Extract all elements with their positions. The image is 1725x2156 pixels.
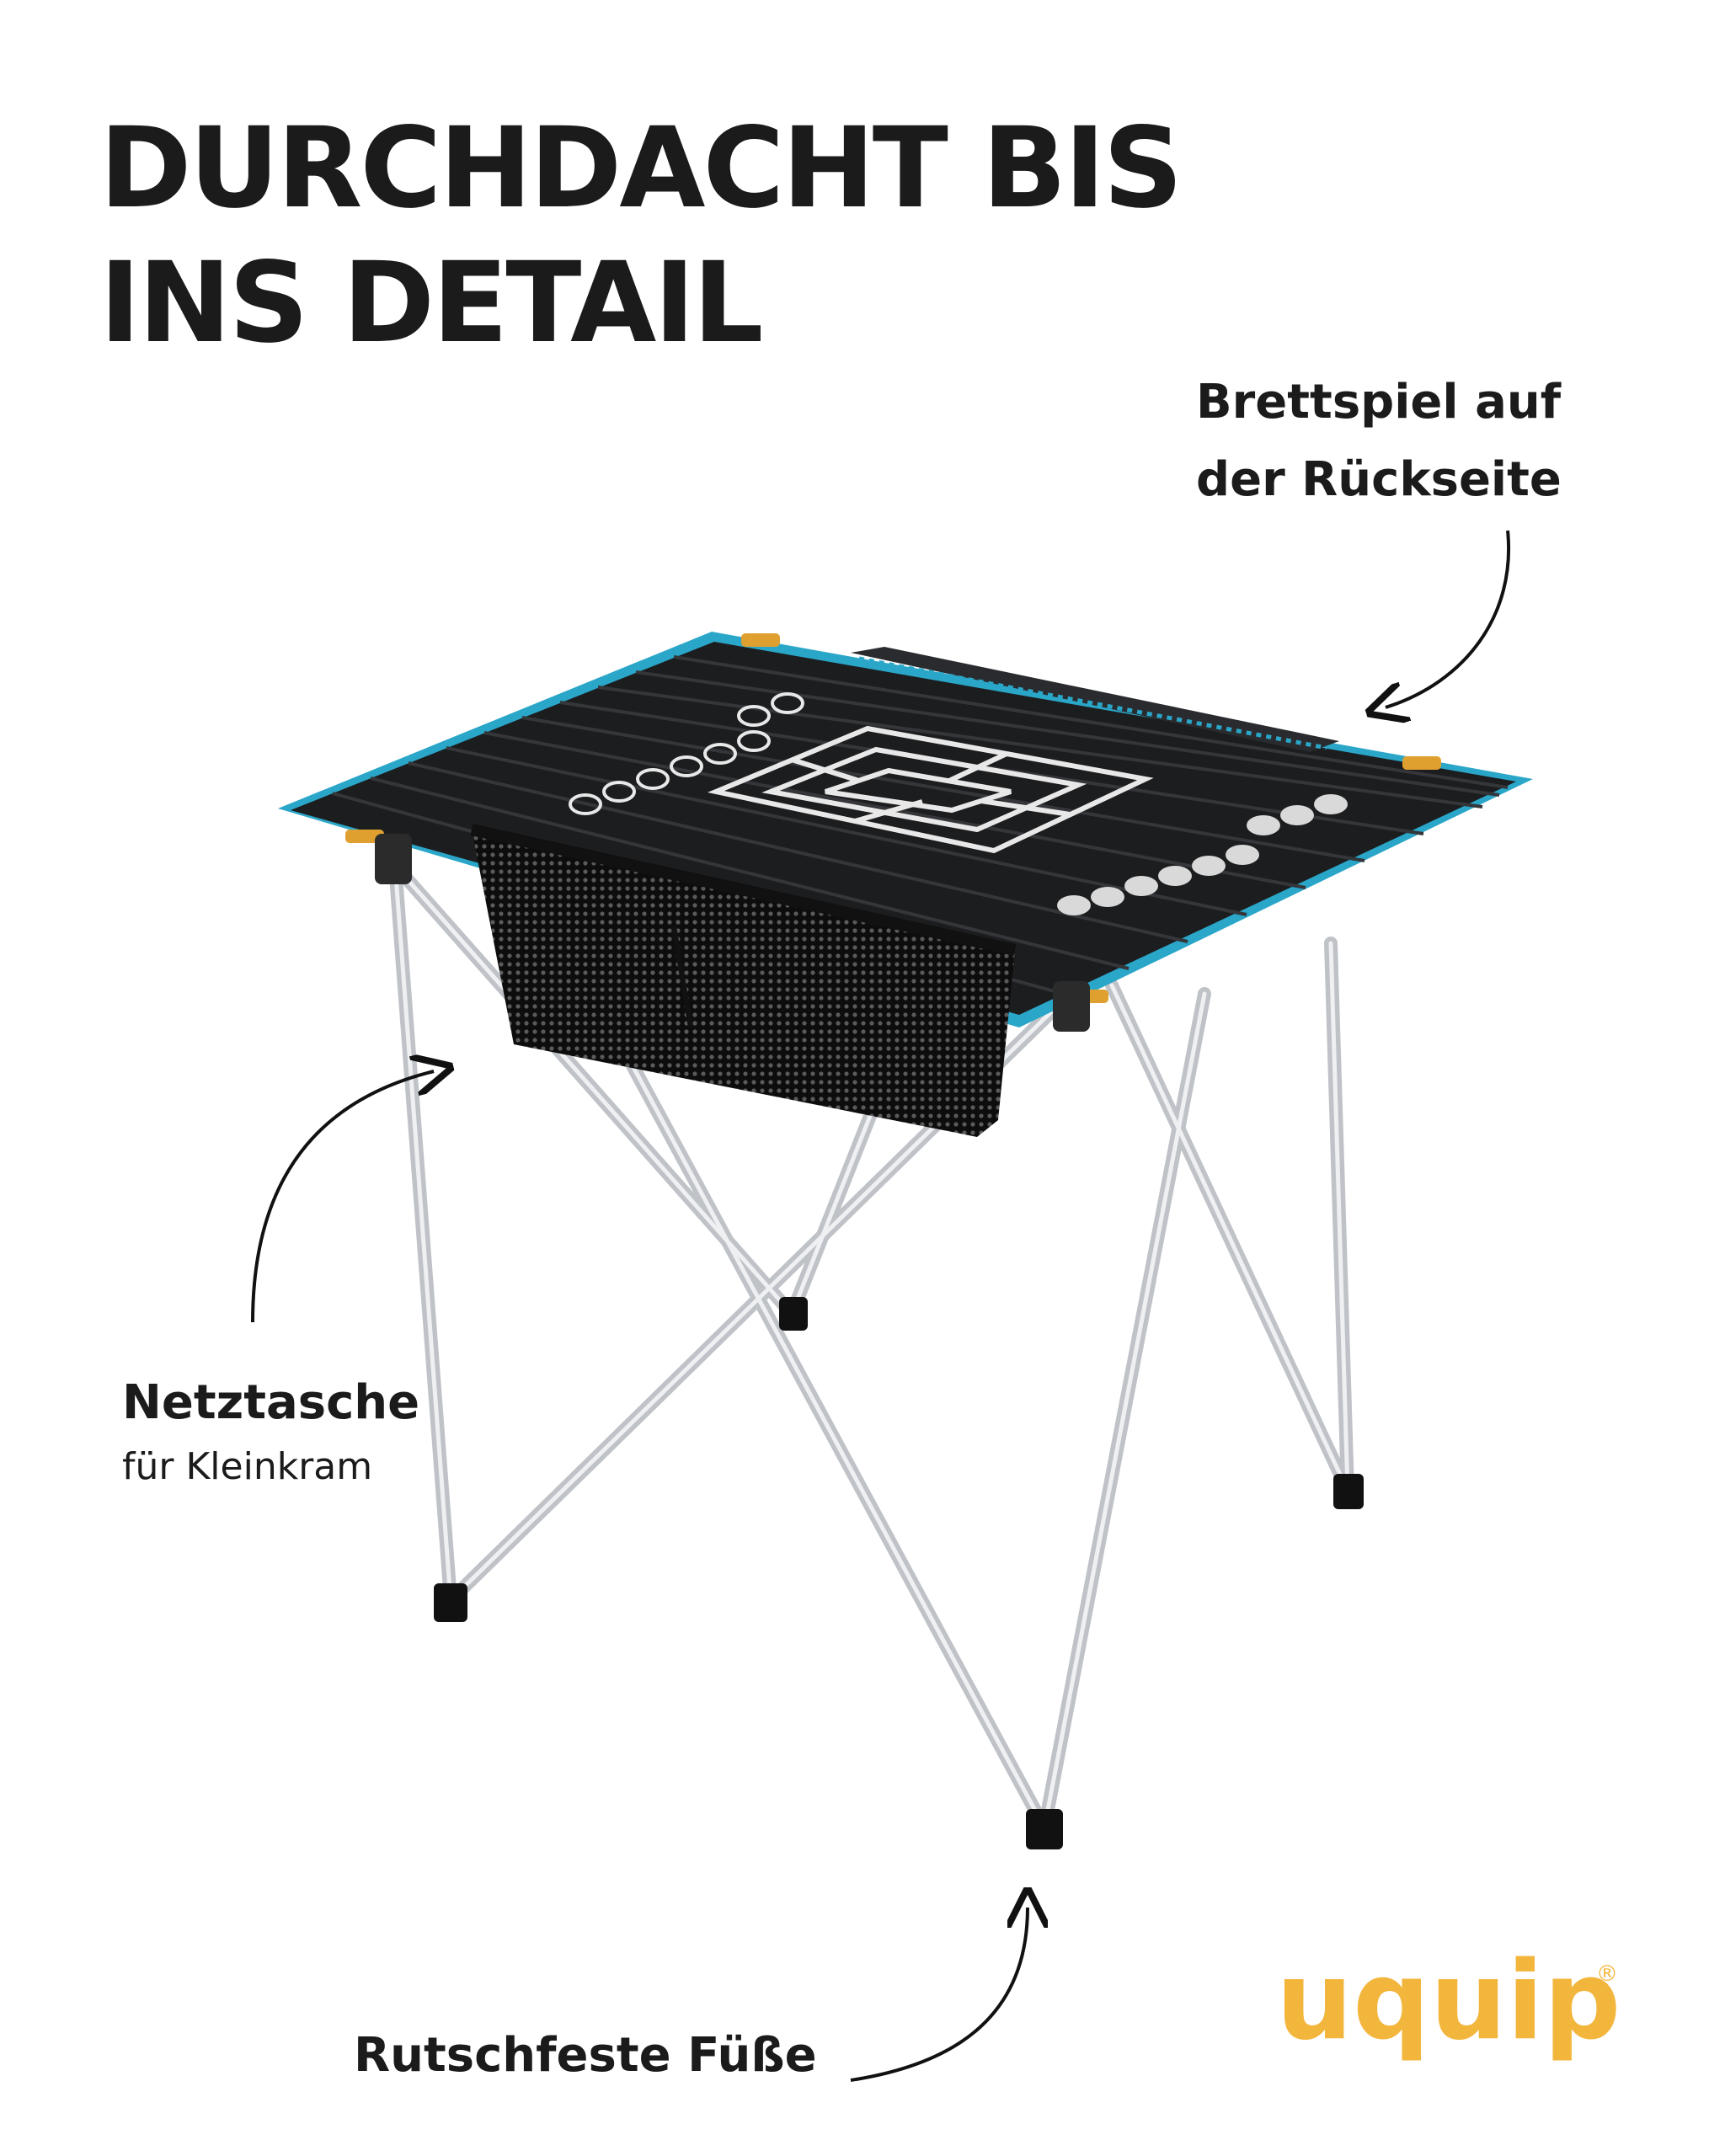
title-line-2: INS DETAIL (99, 238, 764, 368)
corner-connectors (375, 834, 1090, 1032)
callout-net-pocket-subtitle: für Kleinkram (122, 1445, 373, 1488)
title-line-1: DURCHDACHT BIS (99, 104, 1183, 233)
arrow-net-pocket (251, 1071, 434, 1323)
board-game-grid (707, 725, 1154, 854)
callout-net-pocket-title: Netztasche (122, 1375, 420, 1430)
game-pieces-light (1057, 794, 1348, 915)
page-title: DURCHDACHT BIS INS DETAIL (99, 101, 1183, 371)
uquip-logo: uquip ® (1276, 1939, 1621, 2064)
arrow-board-game (1386, 530, 1511, 707)
game-pieces-outline (569, 692, 804, 815)
callout-net-pocket: Netztasche für Kleinkram (122, 1364, 419, 1492)
mesh-net-pocket (470, 824, 1017, 1137)
registered-mark: ® (1596, 1961, 1618, 1987)
uquip-logo-wordmark: uquip (1276, 1939, 1621, 2064)
callout-feet-title: Rutschfeste Füße (354, 2028, 817, 2083)
arrow-feet (850, 1908, 1028, 2082)
non-slip-feet (434, 1297, 1364, 1849)
callout-board-game: Brettspiel auf der Rückseite (1196, 364, 1562, 519)
table-top (278, 632, 1533, 1032)
callout-board-game-line-2: der Rückseite (1196, 452, 1562, 507)
callout-board-game-line-1: Brettspiel auf (1196, 375, 1562, 430)
callout-feet: Rutschfeste Füße (354, 2017, 817, 2095)
